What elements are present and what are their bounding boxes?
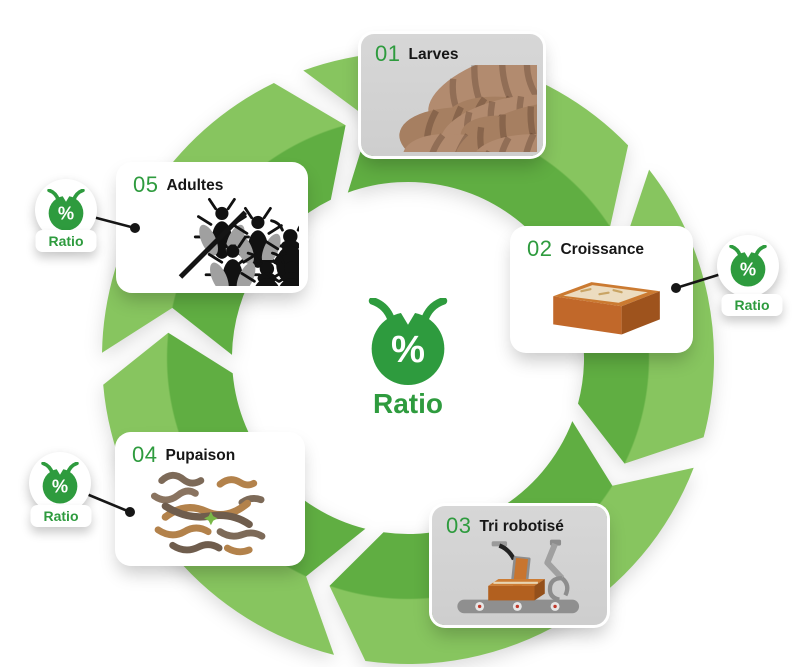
flies-beetles-ratio-illustration [178,196,299,286]
stage-number: 02 [527,236,553,261]
stage-number: 05 [133,172,159,197]
stage-card-03: 03 Tri robotisé [432,506,607,625]
stage-label: Pupaison [165,447,236,464]
stage-label: Croissance [560,241,645,258]
stage-label: Tri robotisé [479,518,564,535]
ratio-badge-circle-04 [29,452,91,514]
bug-percent-icon [725,245,771,287]
stage-card-04-header: 04 Pupaison [118,435,302,466]
stage-number: 04 [132,442,158,467]
pupae-illustration [150,471,266,556]
ratio-badge-label-05: Ratio [35,230,97,252]
bug-percent-icon [360,298,456,386]
bug-percent-icon [37,462,83,504]
ratio-badge-circle-02 [717,235,779,297]
crate-illustration [553,282,660,335]
stage-card-05-header: 05 Adultes [119,165,305,196]
ratio-center-label: Ratio [373,388,443,419]
stage-card-05: 05 Adultes [119,165,305,290]
stage-card-01-header: 01 Larves [361,34,543,65]
stage-card-03-header: 03 Tri robotisé [432,506,607,537]
stage-card-02: 02 Croissance [513,229,690,350]
ratio-badge-label-04: Ratio [30,505,92,527]
stage-label: Adultes [166,177,224,194]
robot-sorter-illustration [457,539,580,614]
stage-card-04: 04 Pupaison [118,435,302,563]
larvae-illustration [367,65,537,152]
ratio-badge-label-02: Ratio [721,294,783,316]
stage-label: Larves [408,46,459,63]
bug-percent-icon [43,189,89,231]
stage-card-01: 01 Larves [361,34,543,156]
stage-card-02-header: 02 Croissance [513,229,690,260]
stage-number: 01 [375,41,401,66]
stage-number: 03 [446,513,472,538]
